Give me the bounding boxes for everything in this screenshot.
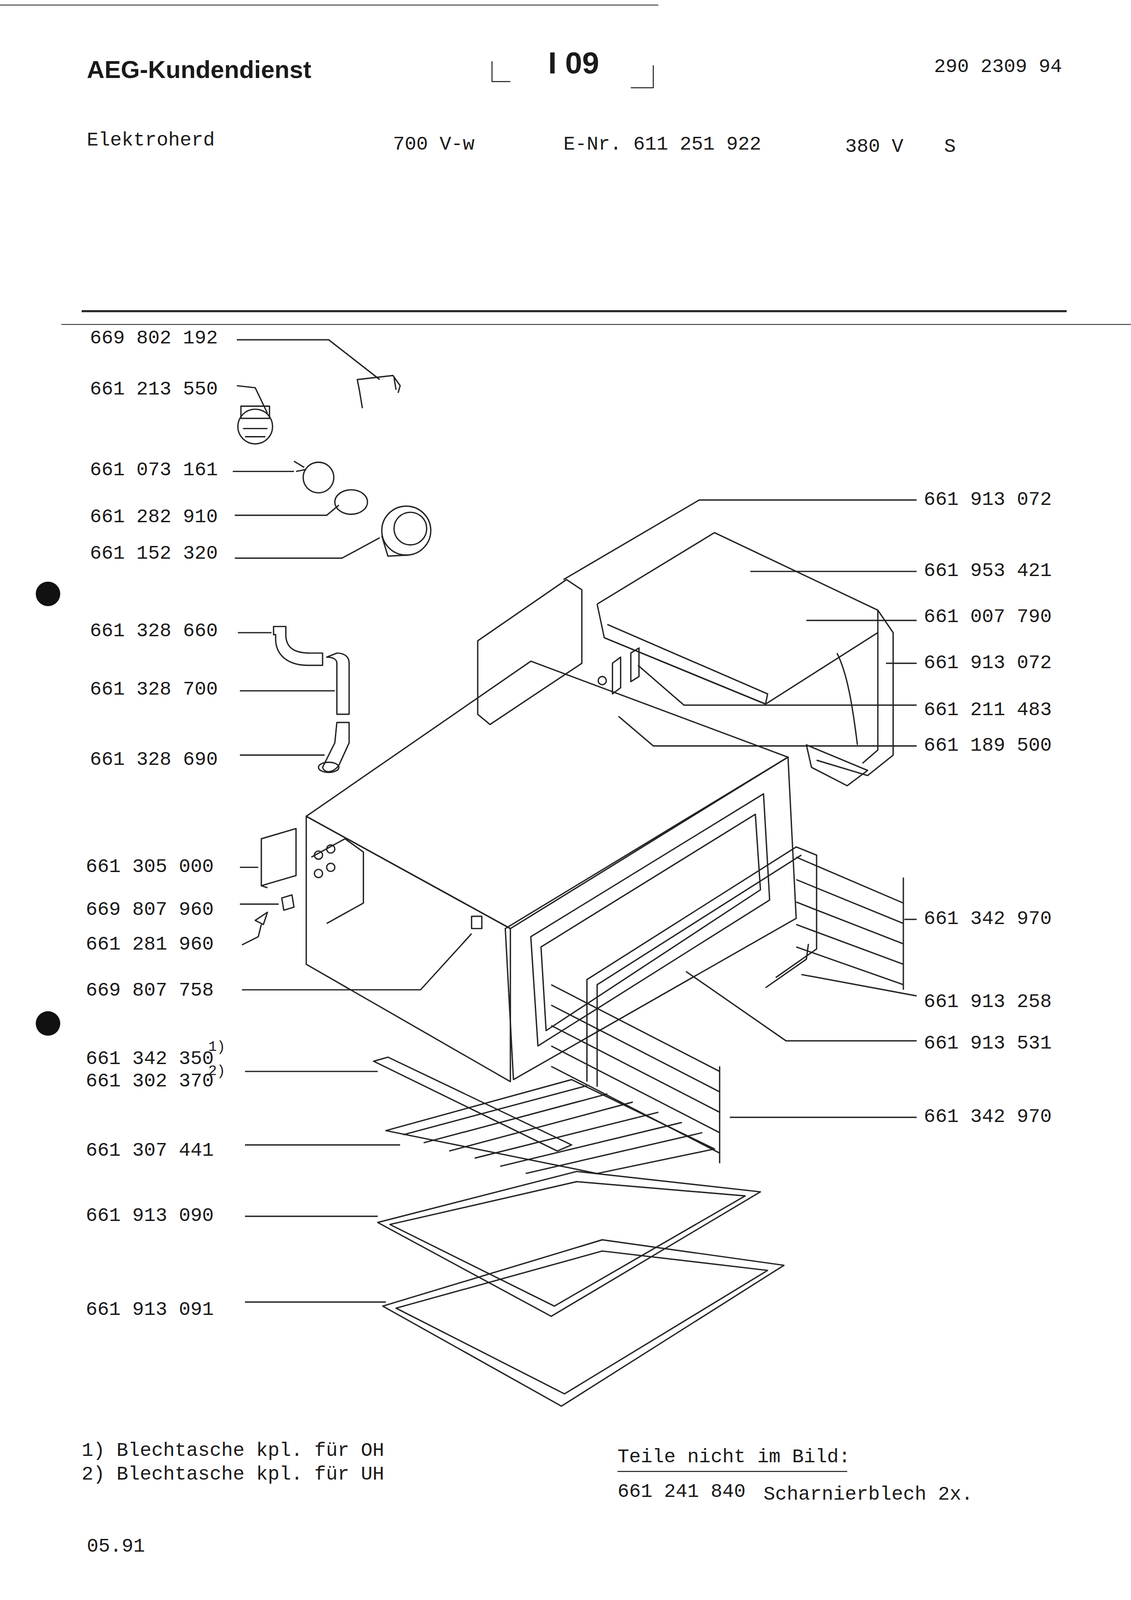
part-number: 661 913 091 xyxy=(85,1298,214,1323)
part-number: 661 302 370 xyxy=(85,1070,214,1094)
part-number: 661 342 970 xyxy=(923,1105,1053,1130)
part-number: 661 281 960 xyxy=(85,933,214,957)
note-text: 1) Blechtasche kpl. für OH xyxy=(81,1439,385,1464)
part-number: 669 807 758 xyxy=(85,979,214,1003)
part-number: 661 282 910 xyxy=(89,505,219,530)
part-number: 661 328 660 xyxy=(89,620,219,644)
part-number: 661 307 441 xyxy=(85,1139,214,1163)
part-number: 661 913 531 xyxy=(923,1032,1053,1056)
note-text: Elektroherd xyxy=(86,129,215,153)
part-number: 661 913 072 xyxy=(923,651,1053,676)
note-text: I 09 xyxy=(548,44,600,82)
part-number: 661 073 161 xyxy=(89,458,219,483)
note-text: S xyxy=(944,135,957,159)
part-number: 661 305 000 xyxy=(85,855,214,880)
part-number: 669 807 960 xyxy=(85,898,214,923)
note-text: 700 V-w xyxy=(392,133,475,157)
note-text: 290 2309 94 xyxy=(933,55,1063,79)
note-text: Teile nicht im Bild: xyxy=(617,1446,851,1470)
part-number: 661 913 072 xyxy=(923,488,1053,512)
part-number: 669 802 192 xyxy=(89,327,219,351)
part-number: 661 241 840 xyxy=(617,1480,746,1505)
part-number: 661 913 258 xyxy=(923,990,1053,1015)
note-text: 2) xyxy=(208,1063,226,1081)
note-text: E-Nr. 611 251 922 xyxy=(563,133,762,157)
note-text: 05.91 xyxy=(86,1535,146,1559)
part-number: 661 152 320 xyxy=(89,542,219,566)
note-text: 2) Blechtasche kpl. für UH xyxy=(81,1463,385,1487)
note-text: 1) xyxy=(208,1038,226,1057)
part-number: 661 953 421 xyxy=(923,559,1053,584)
part-number: 661 342 350 xyxy=(85,1047,214,1072)
part-number: 661 211 483 xyxy=(923,698,1053,723)
header-title: AEG-Kundendienst xyxy=(86,54,312,84)
part-number: 661 007 790 xyxy=(923,605,1053,630)
part-number: 661 913 090 xyxy=(85,1204,214,1229)
note-text: Scharnierblech 2x. xyxy=(763,1483,974,1507)
note-text: 380 V xyxy=(845,135,904,159)
part-number: 661 328 700 xyxy=(89,678,219,702)
part-number: 661 342 970 xyxy=(923,907,1053,932)
part-number: 661 189 500 xyxy=(923,734,1053,758)
part-number: 661 328 690 xyxy=(89,748,219,772)
part-number: 661 213 550 xyxy=(89,378,219,402)
